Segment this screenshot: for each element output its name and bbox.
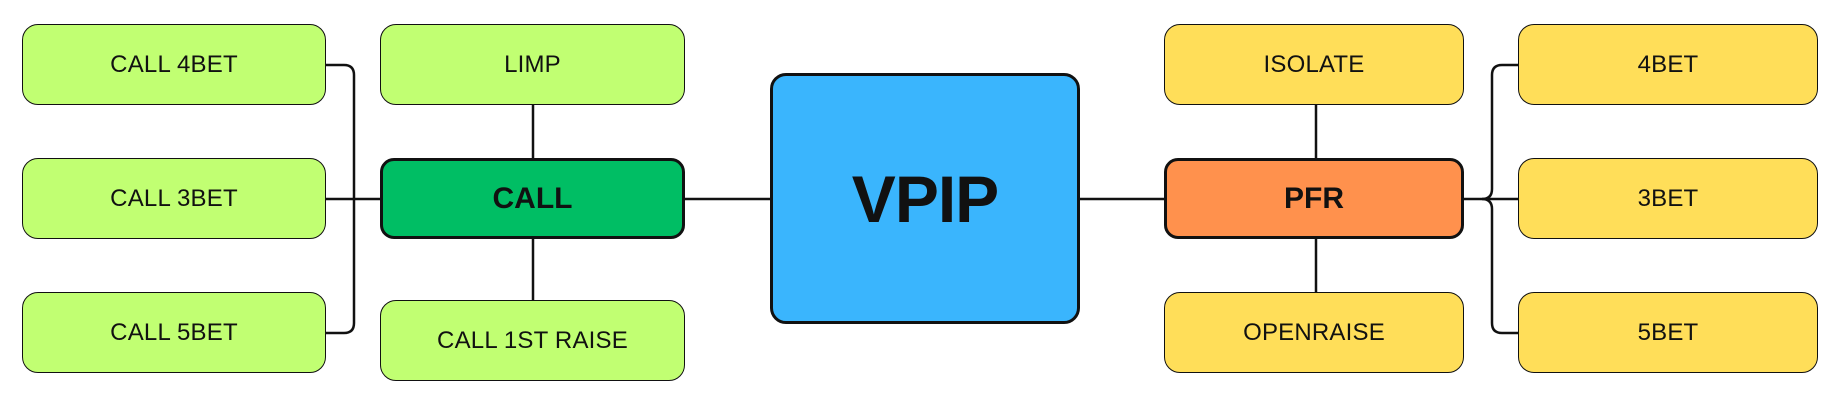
- call-4bet-node: CALL 4BET: [22, 24, 326, 105]
- 4bet-label: 4BET: [1637, 50, 1699, 78]
- vpip-node: VPIP: [770, 73, 1080, 324]
- isolate-label: ISOLATE: [1263, 50, 1365, 78]
- openraise-node: OPENRAISE: [1164, 292, 1464, 373]
- call-5bet-node: CALL 5BET: [22, 292, 326, 373]
- 4bet-node: 4BET: [1518, 24, 1818, 105]
- 5bet-label: 5BET: [1637, 318, 1699, 346]
- call-4bet-label: CALL 4BET: [110, 50, 238, 78]
- 3bet-node: 3BET: [1518, 158, 1818, 239]
- call-3bet-node: CALL 3BET: [22, 158, 326, 239]
- call-node: CALL: [380, 158, 685, 239]
- call-5bet-label: CALL 5BET: [110, 318, 238, 346]
- call-1st-raise-node: CALL 1ST RAISE: [380, 300, 685, 381]
- call-label: CALL: [492, 181, 573, 215]
- pfr-node: PFR: [1164, 158, 1464, 239]
- isolate-node: ISOLATE: [1164, 24, 1464, 105]
- 3bet-label: 3BET: [1637, 184, 1699, 212]
- call-3bet-label: CALL 3BET: [110, 184, 238, 212]
- pfr-label: PFR: [1284, 181, 1344, 215]
- limp-node: LIMP: [380, 24, 685, 105]
- call-1st-raise-label: CALL 1ST RAISE: [437, 326, 628, 354]
- 5bet-node: 5BET: [1518, 292, 1818, 373]
- openraise-label: OPENRAISE: [1243, 318, 1385, 346]
- limp-label: LIMP: [504, 50, 561, 78]
- vpip-label: VPIP: [851, 161, 999, 236]
